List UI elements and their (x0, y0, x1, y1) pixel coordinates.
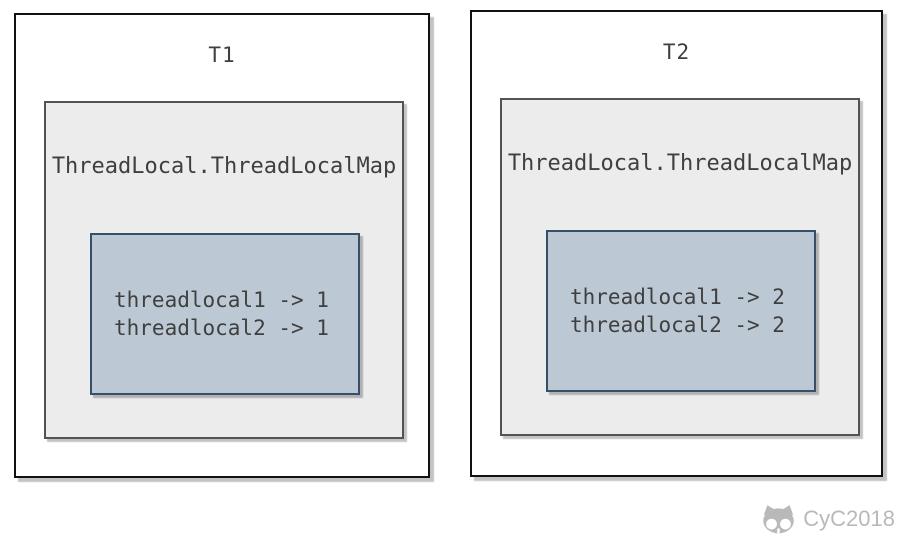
thread-box-t1: T1 ThreadLocal.ThreadLocalMap threadloca… (14, 13, 430, 478)
threadlocalmap-label-t2: ThreadLocal.ThreadLocalMap (507, 151, 853, 176)
thread-title-t2: T2 (662, 40, 691, 64)
entry-threadlocal2-t1: threadlocal2 -> 1 (114, 316, 329, 340)
entry-threadlocal2-t2: threadlocal2 -> 2 (570, 313, 785, 337)
entry-threadlocal1-t2: threadlocal1 -> 2 (570, 285, 785, 309)
watermark-label: CyC2018 (803, 506, 895, 531)
entry-threadlocal1-t1: threadlocal1 -> 1 (114, 288, 329, 312)
watermark: CyC2018 (760, 504, 895, 534)
github-cat-icon (760, 504, 797, 534)
thread-title-t1: T1 (208, 43, 236, 67)
thread-box-t2: T2 ThreadLocal.ThreadLocalMap threadloca… (470, 10, 883, 477)
threadlocalmap-label-t1: ThreadLocal.ThreadLocalMap (51, 154, 397, 179)
entries-box-t1: threadlocal1 -> 1 threadlocal2 -> 1 (90, 233, 360, 395)
threadlocalmap-box-t1: ThreadLocal.ThreadLocalMap threadlocal1 … (44, 101, 404, 439)
entries-box-t2: threadlocal1 -> 2 threadlocal2 -> 2 (546, 230, 816, 392)
threadlocalmap-box-t2: ThreadLocal.ThreadLocalMap threadlocal1 … (500, 98, 860, 436)
